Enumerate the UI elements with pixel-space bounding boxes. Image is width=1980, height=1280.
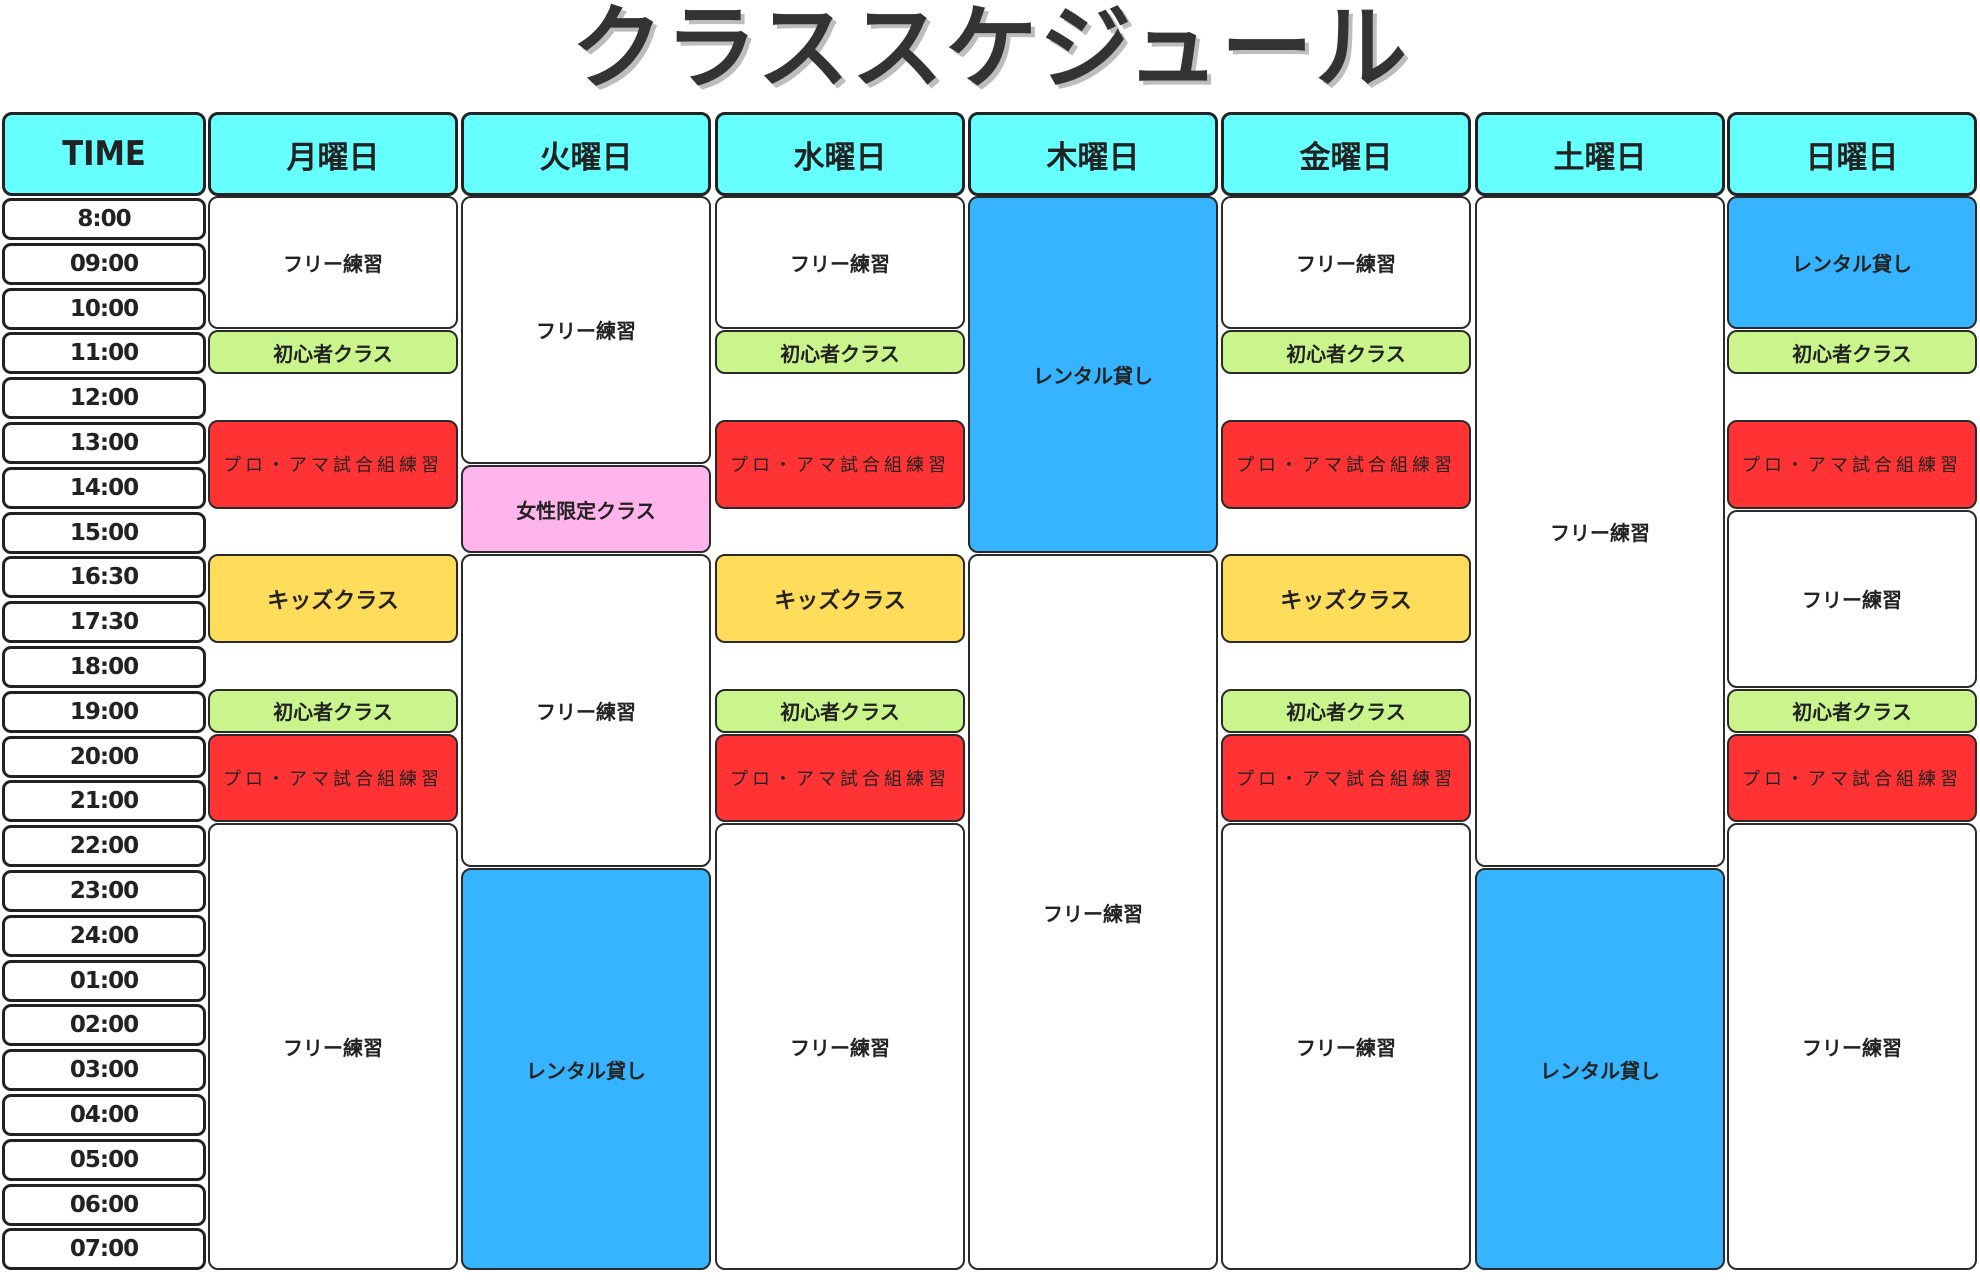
class-block-beginner: 初心者クラス [1221,330,1471,375]
time-slot: 01:00 [2,959,206,1002]
class-block-beginner: 初心者クラス [1727,688,1977,733]
time-column-header: TIME [2,112,206,196]
class-block-beginner: 初心者クラス [715,330,965,375]
time-slot: 15:00 [2,511,206,554]
class-block-proam: プロ・アマ試合組練習 [1221,733,1471,823]
class-block-women: 女性限定クラス [461,464,711,554]
class-block-proam: プロ・アマ試合組練習 [208,733,458,823]
time-slot: 11:00 [2,332,206,375]
class-block-free: フリー練習 [968,554,1218,1271]
time-slot: 13:00 [2,422,206,464]
time-slot: 18:00 [2,646,206,688]
class-block-proam: プロ・アマ試合組練習 [1727,420,1977,509]
time-slot: 12:00 [2,377,206,420]
day-header: 日曜日 [1727,112,1977,196]
class-block-rental: レンタル貸し [1475,868,1725,1271]
day-header: 金曜日 [1221,112,1471,196]
class-block-free: フリー練習 [715,823,965,1271]
time-slot: 10:00 [2,287,206,330]
class-block-proam: プロ・アマ試合組練習 [208,420,458,509]
time-slot: 03:00 [2,1049,206,1092]
class-block-rental: レンタル貸し [968,196,1218,554]
time-slot: 16:30 [2,556,206,599]
time-slot: 17:30 [2,601,206,644]
time-slot: 8:00 [2,198,206,240]
class-block-proam: プロ・アマ試合組練習 [715,420,965,509]
time-slot: 24:00 [2,914,206,957]
class-block-free: フリー練習 [1475,196,1725,867]
class-block-kids: キッズクラス [1221,554,1471,643]
class-block-free: フリー練習 [208,823,458,1271]
day-header: 火曜日 [461,112,711,196]
time-slot: 09:00 [2,242,206,285]
class-block-free: フリー練習 [715,196,965,330]
class-block-beginner: 初心者クラス [715,688,965,733]
time-slot: 14:00 [2,466,206,509]
time-slot: 04:00 [2,1094,206,1136]
day-header: 水曜日 [715,112,965,196]
time-slot: 20:00 [2,735,206,778]
class-block-free: フリー練習 [1221,823,1471,1271]
time-slot: 21:00 [2,780,206,823]
class-block-free: フリー練習 [461,196,711,464]
time-slot: 07:00 [2,1228,206,1271]
class-block-free: フリー練習 [208,196,458,330]
day-header: 土曜日 [1475,112,1725,196]
class-block-rental: レンタル貸し [461,868,711,1271]
class-block-proam: プロ・アマ試合組練習 [715,733,965,823]
time-slot: 05:00 [2,1138,206,1181]
class-block-beginner: 初心者クラス [1727,330,1977,375]
class-block-proam: プロ・アマ試合組練習 [1221,420,1471,509]
class-block-proam: プロ・アマ試合組練習 [1727,733,1977,823]
class-block-free: フリー練習 [1727,509,1977,688]
class-block-rental: レンタル貸し [1727,196,1977,330]
class-block-beginner: 初心者クラス [1221,688,1471,733]
time-slot: 19:00 [2,690,206,733]
day-header: 木曜日 [968,112,1218,196]
time-slot: 02:00 [2,1004,206,1047]
class-block-kids: キッズクラス [715,554,965,643]
class-block-free: フリー練習 [461,554,711,867]
class-block-free: フリー練習 [1727,823,1977,1271]
page-title: クラススケジュール [571,0,1409,102]
time-slot: 22:00 [2,825,206,868]
class-block-beginner: 初心者クラス [208,688,458,733]
class-block-free: フリー練習 [1221,196,1471,330]
class-block-kids: キッズクラス [208,554,458,643]
day-header: 月曜日 [208,112,458,196]
time-slot: 06:00 [2,1183,206,1226]
time-slot: 23:00 [2,870,206,912]
class-block-beginner: 初心者クラス [208,330,458,375]
